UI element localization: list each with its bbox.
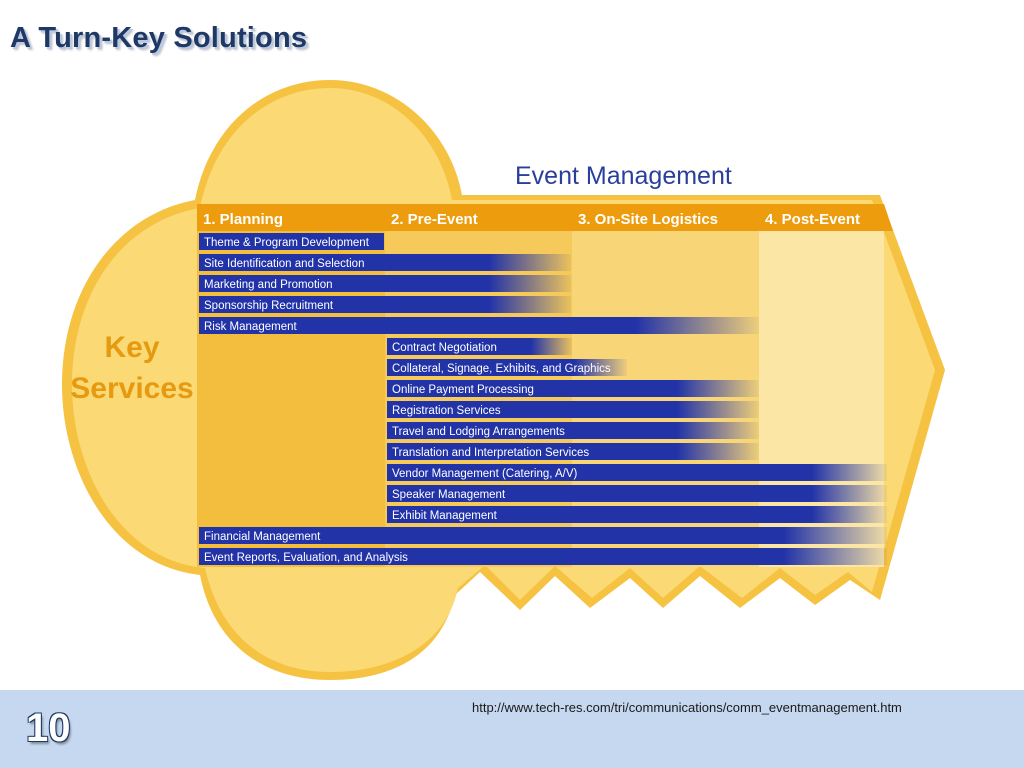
phase-header-bar [197, 204, 893, 231]
service-bar [387, 464, 887, 481]
service-label: Financial Management [204, 531, 321, 543]
service-label: Collateral, Signage, Exhibits, and Graph… [392, 363, 611, 375]
service-label: Speaker Management [392, 489, 506, 501]
slide-number: 10 [26, 706, 71, 750]
service-label: Risk Management [204, 321, 297, 333]
service-label: Site Identification and Selection [204, 258, 364, 270]
service-label: Travel and Lodging Arrangements [392, 426, 565, 438]
service-label: Theme & Program Development [204, 237, 370, 249]
service-label: Exhibit Management [392, 510, 498, 522]
service-label: Vendor Management (Catering, A/V) [392, 468, 578, 480]
phase-label-2: 2. Pre-Event [391, 211, 478, 228]
service-bar [387, 443, 759, 460]
service-label: Sponsorship Recruitment [204, 300, 334, 312]
service-bar [387, 506, 887, 523]
service-bar [199, 254, 571, 271]
key-services-label-line2: Services [70, 372, 193, 405]
service-bar [387, 338, 572, 355]
event-management-diagram: Event Management 1. Planning 2. Pre-Even… [62, 80, 945, 680]
service-bar [199, 296, 571, 313]
service-bar [387, 485, 887, 502]
service-label: Contract Negotiation [392, 342, 497, 354]
service-bar [199, 548, 887, 565]
service-bar [199, 317, 759, 334]
service-bar [199, 275, 571, 292]
phase-label-1: 1. Planning [203, 211, 283, 228]
event-management-heading: Event Management [515, 162, 732, 190]
service-bar [199, 233, 384, 250]
service-bar [199, 527, 887, 544]
service-label: Translation and Interpretation Services [392, 447, 589, 459]
service-bar [387, 422, 759, 439]
service-label: Event Reports, Evaluation, and Analysis [204, 552, 408, 564]
source-url-link[interactable]: http://www.tech-res.com/tri/communicatio… [472, 700, 902, 715]
slide-title: A Turn-Key Solutions [10, 22, 308, 54]
service-bar [387, 401, 759, 418]
service-bar [387, 380, 759, 397]
footer-band [0, 690, 1024, 768]
phase-label-4: 4. Post-Event [765, 211, 860, 228]
service-label: Marketing and Promotion [204, 279, 332, 291]
service-label: Online Payment Processing [392, 384, 534, 396]
service-bar [387, 359, 627, 376]
phase-label-3: 3. On-Site Logistics [578, 211, 718, 228]
key-services-label-line1: Key [104, 331, 159, 364]
service-label: Registration Services [392, 405, 501, 417]
